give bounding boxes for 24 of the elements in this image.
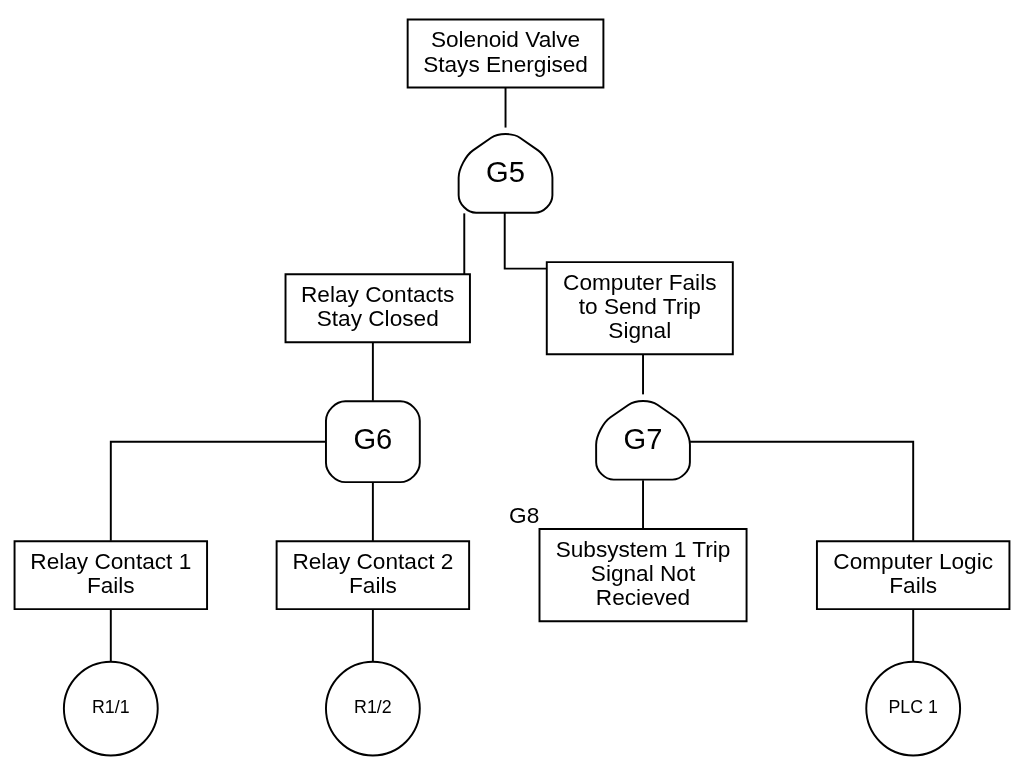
node-circle: R1/2 <box>325 660 421 756</box>
connector <box>689 440 915 542</box>
connector <box>503 211 548 270</box>
connector <box>371 608 374 662</box>
node-box: Computer Logic Fails <box>815 539 1011 610</box>
connector <box>463 211 466 275</box>
node-circle: PLC 1 <box>865 660 962 756</box>
connector <box>371 481 374 542</box>
node-box: Relay Contacts Stay Closed <box>284 272 471 343</box>
connector <box>109 440 327 542</box>
node-circle: R1/1 <box>62 660 159 756</box>
connector <box>642 478 644 530</box>
node-box: G6 <box>325 399 421 483</box>
connector <box>642 353 644 395</box>
connector <box>371 341 374 402</box>
node-label: G8 <box>509 502 540 528</box>
connector <box>912 608 915 662</box>
node-box: Computer Fails to Send Trip Signal <box>545 260 734 355</box>
node-box: Solenoid Valve Stays Energised <box>406 18 605 88</box>
connector <box>504 86 507 129</box>
node-box: Subsystem 1 Trip Signal Not Recieved <box>538 527 748 622</box>
node-box: Relay Contact 1 Fails <box>13 539 209 610</box>
node-box: Relay Contact 2 Fails <box>275 539 471 610</box>
connector <box>109 608 112 662</box>
